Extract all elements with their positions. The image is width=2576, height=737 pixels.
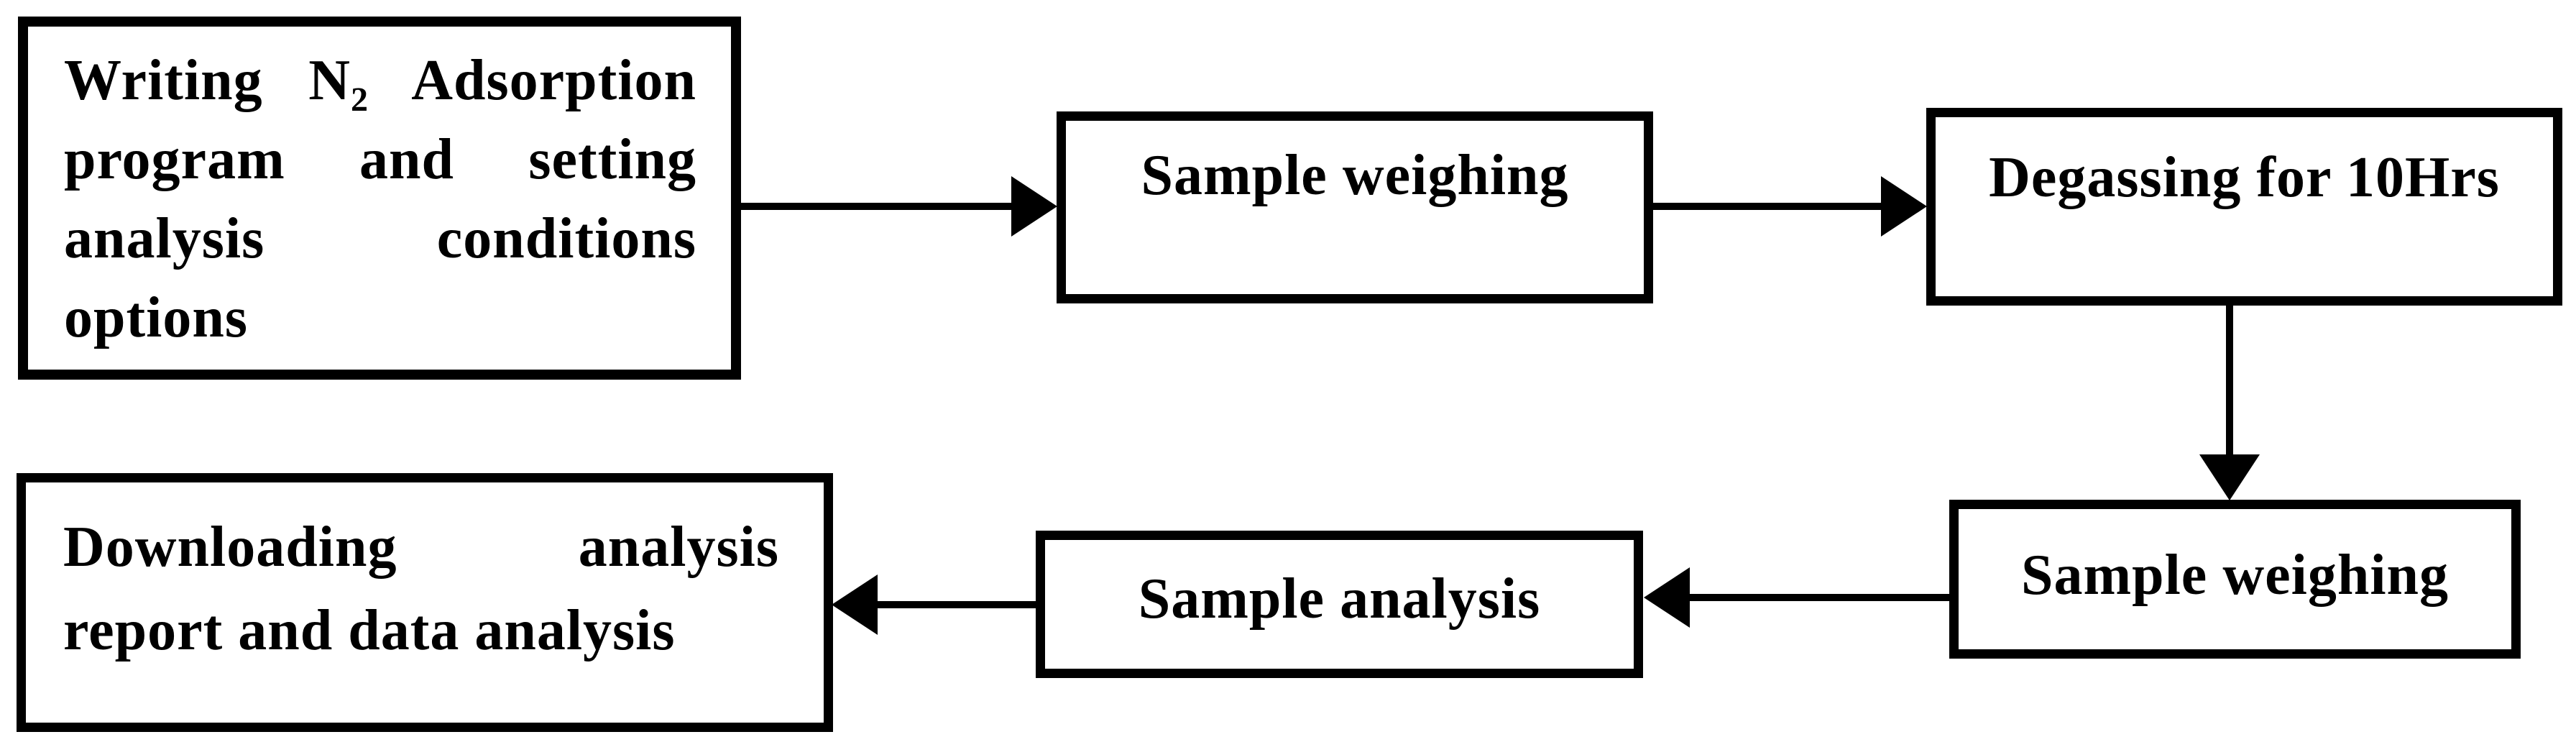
arrow-line-degassing-to-weighing — [2226, 304, 2233, 457]
flow-box-label: Sample analysis — [1138, 567, 1541, 631]
flow-box-text-line: options — [64, 286, 248, 349]
flow-box-text-line: report and data analysis — [63, 599, 676, 662]
flow-box-downloading-report: Downloading analysis report and data ana… — [17, 473, 833, 732]
arrow-line-weighing-to-degassing — [1652, 203, 1886, 210]
arrow-line-analysis-to-downloading — [873, 601, 1039, 608]
flow-box-sample-weighing-top: Sample weighing — [1057, 111, 1653, 303]
flow-box-label: Degassing for 10Hrs — [1989, 146, 2500, 209]
arrow-line-write-to-weighing — [739, 203, 1015, 210]
arrowhead-down-icon — [2199, 454, 2260, 500]
flow-box-degassing: Degassing for 10Hrs — [1926, 108, 2562, 306]
arrow-line-weighing-to-analysis — [1686, 594, 1952, 601]
arrowhead-right-icon — [1011, 176, 1057, 237]
arrowhead-right-icon — [1881, 176, 1927, 237]
flow-box-text-line: program and setting — [64, 128, 696, 191]
flow-box-label: Sample weighing — [1141, 144, 1569, 207]
flow-box-text-line: Writing N₂ Adsorption — [64, 49, 696, 112]
flow-box-sample-weighing-bottom: Sample weighing — [1949, 500, 2521, 659]
flow-box-text-line: Downloading analysis — [63, 516, 779, 579]
flow-box-write-program: Writing N₂ Adsorption program and settin… — [18, 17, 741, 380]
flow-box-text-line: analysis conditions — [64, 207, 696, 270]
arrowhead-left-icon — [832, 575, 878, 635]
flow-box-sample-analysis: Sample analysis — [1036, 531, 1643, 678]
flow-box-label: Sample weighing — [2020, 544, 2450, 607]
arrowhead-left-icon — [1644, 567, 1690, 628]
